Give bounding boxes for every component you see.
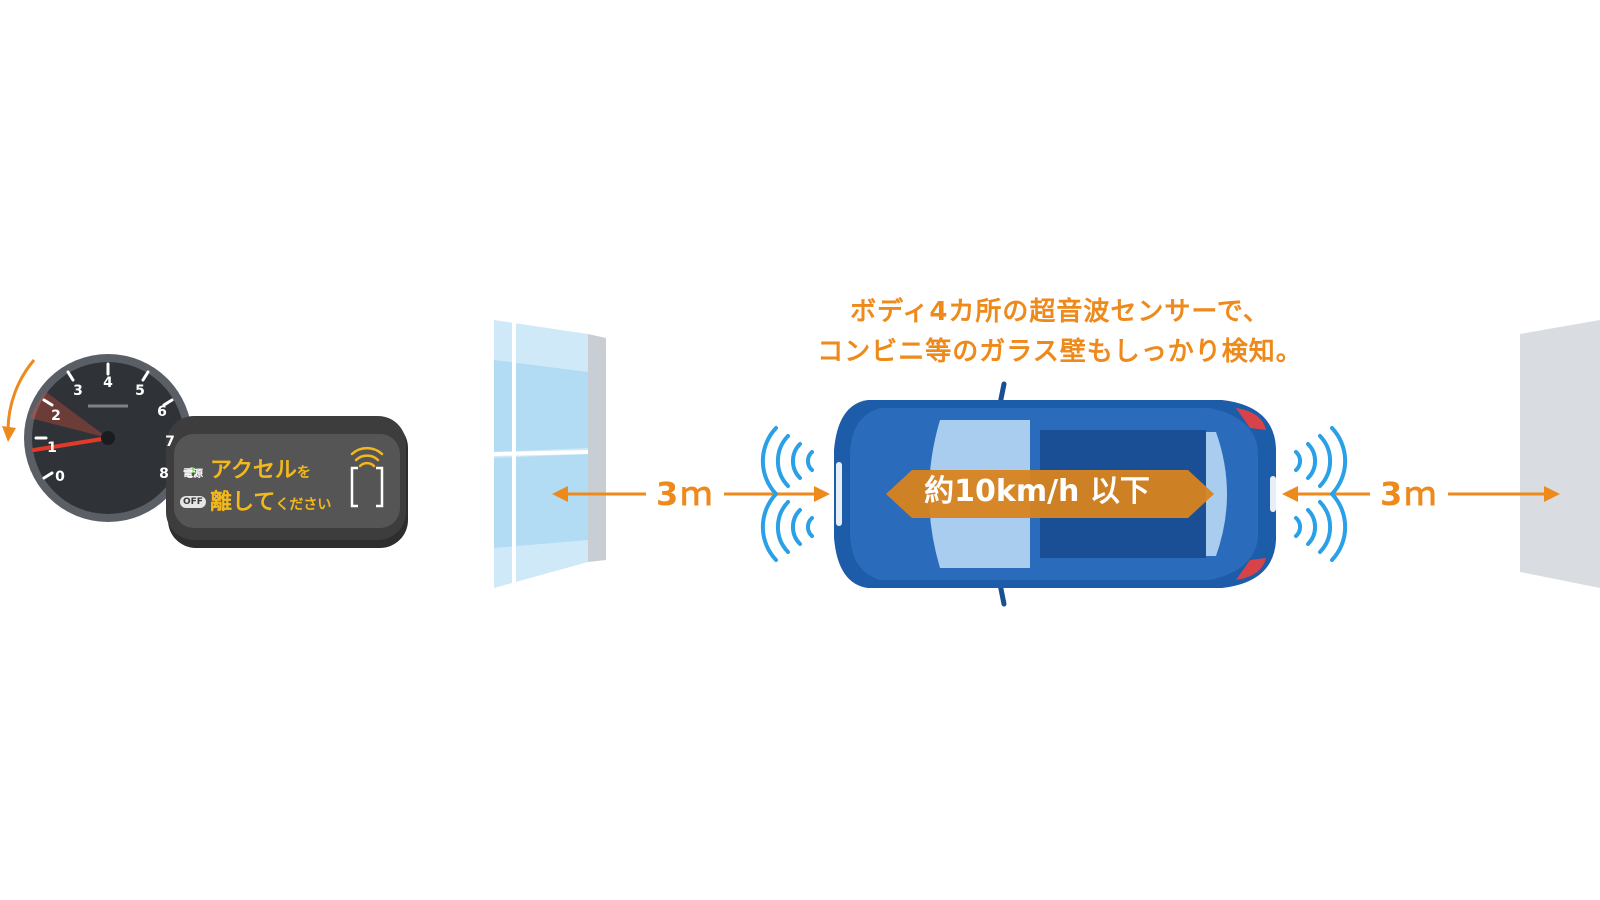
panel-message-line1: アクセルを (210, 452, 311, 484)
front-bumper-sensor (836, 462, 842, 526)
glass-pane-bottom (494, 454, 588, 548)
right-arrow-head-car (1282, 486, 1298, 502)
rear-bumper-sensor (1270, 476, 1276, 512)
left-arrow-head-car (814, 486, 830, 502)
tach-number-0: 0 (55, 469, 65, 485)
panel-message-line1-suffix: を (296, 465, 311, 481)
tachometer-ticks (34, 362, 182, 480)
car-rear-window (1206, 432, 1227, 556)
sensor-caption: ボディ4カ所の超音波センサーで、 コンビニ等のガラス壁もしっかり検知。 (780, 292, 1340, 372)
panel-screen (174, 434, 400, 528)
sensor-waves-rear (1294, 426, 1348, 562)
panel-message-line2-suffix: ください (275, 497, 332, 513)
sensor-caption-line2: コンビニ等のガラス壁もしっかり検知。 (817, 337, 1303, 367)
tachometer-hub (101, 431, 115, 445)
tach-number-1: 1 (47, 440, 57, 456)
accelerator-warning-panel (166, 416, 408, 548)
rotation-arrow-head (2, 426, 16, 442)
sensor-bracket-icon (350, 466, 384, 508)
distance-label-left: 3ｍ (646, 474, 725, 514)
right-arrow-head-wall (1544, 486, 1560, 502)
sensor-caption-line1: ボディ4カ所の超音波センサーで、 (850, 297, 1270, 327)
wireless-wave-icon (350, 446, 384, 468)
glass-frame-horizontal (493, 450, 589, 456)
speed-banner (886, 470, 1214, 518)
panel-message-line1-main: アクセル (210, 458, 297, 483)
glass-wall (493, 320, 606, 588)
tach-number-7: 7 (165, 434, 175, 450)
right-wall (1520, 320, 1600, 588)
tachometer (2, 354, 192, 522)
tach-number-6: 6 (157, 404, 167, 420)
tachometer-needle (32, 436, 110, 452)
right-wall-face (1520, 320, 1600, 588)
distance-label-right: 3ｍ (1370, 474, 1449, 514)
rotation-arrow (6, 359, 36, 431)
power-led (189, 467, 195, 473)
tach-number-3: 3 (73, 383, 83, 399)
panel-power-label: 電源 (183, 469, 203, 480)
tail-light-bottom (1236, 558, 1266, 580)
tach-number-5: 5 (135, 383, 145, 399)
speed-banner-shape (886, 470, 1214, 518)
tach-number-2: 2 (51, 408, 61, 424)
tail-light-top (1236, 408, 1266, 430)
panel-message-line2: 離してください (210, 484, 331, 516)
sensor-waves-front (760, 426, 814, 562)
glass-pane-top (494, 360, 588, 452)
panel-off-label: OFF (180, 496, 206, 508)
tach-number-4: 4 (103, 375, 113, 391)
tach-number-8: 8 (159, 466, 169, 482)
speed-label: 約10km/h 以下 (924, 474, 1150, 509)
left-arrow-head-wall (552, 486, 568, 502)
panel-message-line2-main: 離して (210, 490, 276, 515)
glass-edge (588, 334, 606, 562)
